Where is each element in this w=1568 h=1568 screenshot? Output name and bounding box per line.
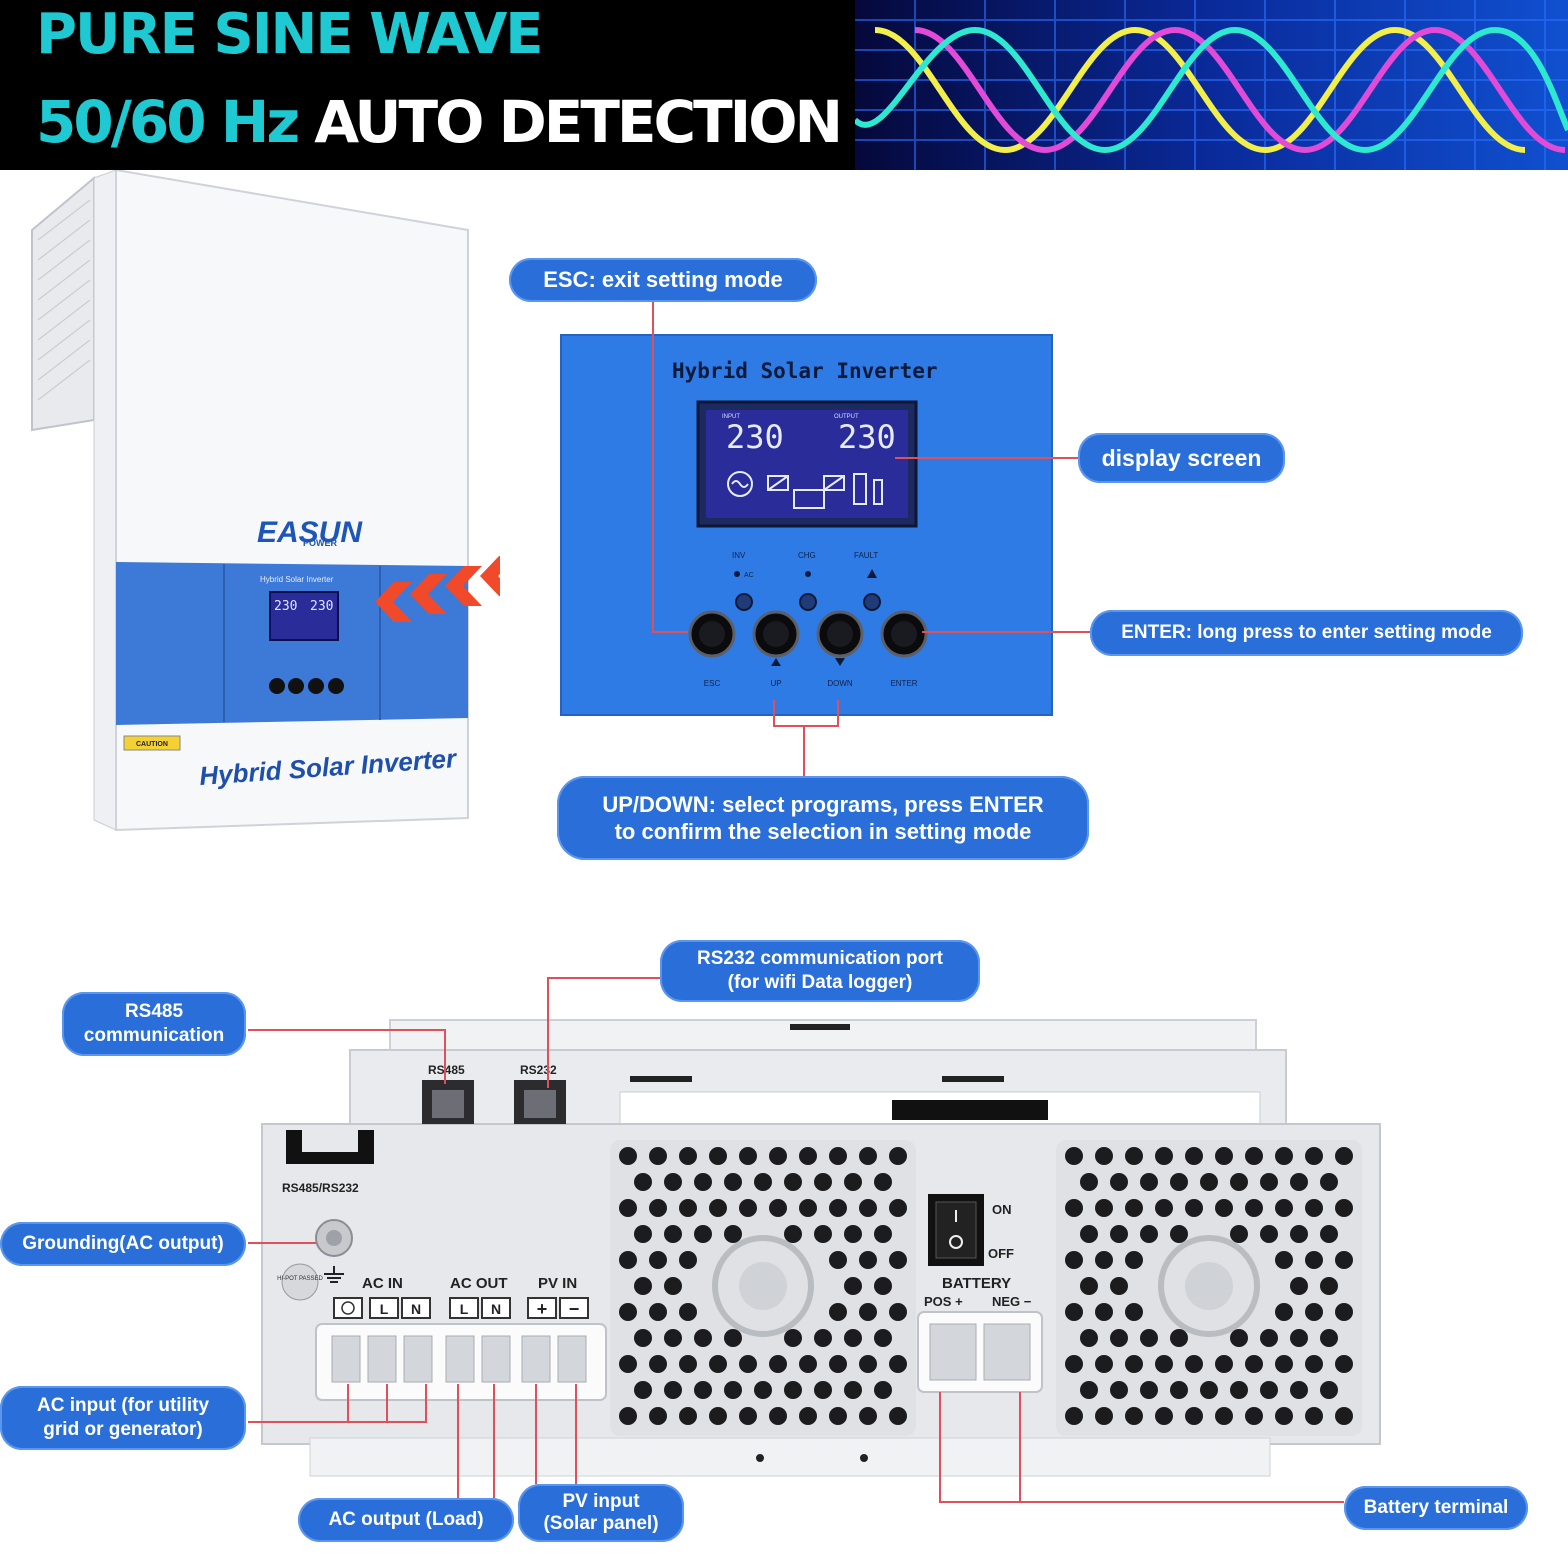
callout-updown: UP/DOWN: select programs, press ENTER to… (557, 776, 1089, 860)
banner-title: PURE SINE WAVE (36, 2, 544, 67)
led-chg (799, 593, 817, 611)
brand-logo-sub: POWER (303, 538, 338, 548)
callout-display: display screen (1078, 433, 1285, 483)
front-panel-title: Hybrid Solar Inverter (260, 575, 334, 584)
battery-neg-label: NEG − (992, 1294, 1032, 1309)
led-inv (735, 593, 753, 611)
indicator-chg: CHG (798, 551, 816, 560)
indicator-ac: AC (744, 572, 754, 579)
enter-button[interactable] (880, 610, 928, 658)
lcd-output-label: OUTPUT (834, 414, 859, 420)
lcd-output-value: 230 (838, 418, 896, 456)
callout-grounding-text: Grounding(AC output) (22, 1233, 224, 1255)
terminal-acin-l: L (380, 1301, 389, 1317)
esc-label: ESC (704, 679, 721, 688)
callout-rs232-line1: RS232 communication port (697, 948, 943, 970)
fan-grille-icon (1056, 1140, 1362, 1436)
up-label: UP (770, 679, 781, 688)
ground-screw (315, 1219, 353, 1257)
banner-subtitle: 50/60 Hz AUTO DETECTION (36, 88, 843, 156)
callout-display-text: display screen (1101, 444, 1262, 471)
callout-rs485-line2: communication (83, 1025, 225, 1046)
sine-wave-graphic (855, 0, 1568, 170)
down-label: DOWN (827, 679, 853, 688)
rs485-port-label: RS485 (428, 1063, 465, 1077)
up-arrow-icon (771, 658, 781, 666)
terminal-pv-minus: − (569, 1299, 580, 1319)
ground-symbol-icon (324, 1266, 344, 1283)
fan-grille-icon (610, 1140, 916, 1436)
indicator-inv: INV (732, 551, 746, 560)
arrow-chevron-icon (375, 556, 500, 622)
callout-ac-output: AC output (Load) (298, 1498, 514, 1542)
auto-detection-text: AUTO DETECTION (297, 88, 843, 156)
terminal-acin-n: N (411, 1301, 421, 1317)
callout-rs232: RS232 communication port (for wifi Data … (660, 940, 980, 1002)
callout-updown-line2: to confirm the selection in setting mode (614, 819, 1032, 844)
callout-battery-text: Battery terminal (1363, 1497, 1509, 1519)
hipot-badge: HI-POT PASSED (277, 1276, 323, 1282)
down-button[interactable] (816, 610, 864, 658)
terminal-acout-l: L (460, 1301, 469, 1317)
down-arrow-icon (835, 658, 845, 666)
callout-esc: ESC: exit setting mode (509, 258, 817, 302)
esc-button[interactable] (688, 610, 736, 658)
switch-on-label: ON (992, 1202, 1012, 1217)
callout-grounding: Grounding(AC output) (0, 1222, 246, 1266)
inverter-front: EASUN POWER Hybrid Solar Inverter 230 23… (31, 170, 500, 832)
brand-logo: EASUN (257, 516, 363, 549)
battery-pos-label: POS + (924, 1294, 963, 1309)
lcd-input-value: 230 (726, 418, 784, 456)
callout-ac-output-text: AC output (Load) (328, 1509, 484, 1531)
callout-enter-text: ENTER: long press to enter setting mode (1121, 622, 1492, 644)
callout-ac-input: AC input (for utility grid or generator) (0, 1386, 246, 1450)
power-switch[interactable] (928, 1194, 984, 1266)
callout-rs485-line1: RS485 (124, 1001, 184, 1023)
callout-battery: Battery terminal (1344, 1486, 1528, 1530)
caution-label: CAUTION (136, 741, 168, 748)
callout-pv-input-line2: (Solar panel) (543, 1513, 659, 1534)
front-lcd-input: 230 (274, 599, 297, 614)
indicator-fault: FAULT (854, 551, 878, 560)
terminal-acout-n: N (491, 1301, 501, 1317)
lcd-input-label: INPUT (722, 414, 740, 420)
lcd-flow-icons (727, 471, 883, 509)
panel-title: Hybrid Solar Inverter (672, 359, 938, 383)
callout-enter: ENTER: long press to enter setting mode (1090, 610, 1523, 656)
switch-off-label: OFF (988, 1246, 1014, 1261)
frequency-text: 50/60 Hz (36, 88, 300, 156)
header-banner: PURE SINE WAVE 50/60 Hz AUTO DETECTION (0, 0, 1568, 170)
callout-pv-input: PV input (Solar panel) (518, 1484, 684, 1542)
control-panel: Hybrid Solar Inverter INPUT OUTPUT 230 2… (560, 334, 1053, 716)
callout-ac-input-line2: grid or generator) (43, 1419, 203, 1440)
led-fault (863, 593, 881, 611)
battery-label: BATTERY (942, 1275, 1011, 1292)
callout-esc-text: ESC: exit setting mode (543, 267, 783, 293)
port-caption: RS485/RS232 (282, 1181, 359, 1195)
callout-pv-input-line1: PV input (562, 1491, 640, 1513)
terminal-pv-plus: + (537, 1299, 548, 1319)
terminal-ground-icon (341, 1301, 355, 1315)
callout-updown-line1: UP/DOWN: select programs, press ENTER (602, 791, 1044, 817)
ac-out-label: AC OUT (450, 1275, 508, 1292)
ac-in-label: AC IN (362, 1275, 403, 1292)
front-lcd-output: 230 (310, 599, 333, 614)
callout-ac-input-line1: AC input (for utility (36, 1395, 210, 1417)
inverter-rear: RS485 RS232 RS485/RS232 HI-POT PASSED AC… (261, 1019, 1381, 1477)
enter-label: ENTER (890, 679, 917, 688)
up-button[interactable] (752, 610, 800, 658)
callout-rs232-line2: (for wifi Data logger) (727, 972, 913, 993)
callout-rs485: RS485 communication (62, 992, 246, 1056)
pv-in-label: PV IN (538, 1275, 577, 1292)
